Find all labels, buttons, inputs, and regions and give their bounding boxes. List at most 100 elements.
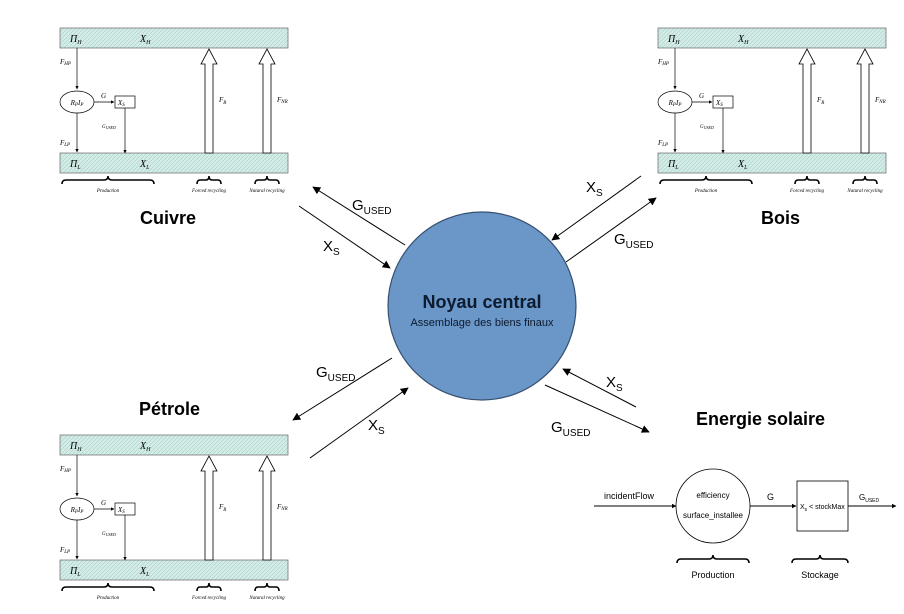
solar-gused-sub: USED [865, 498, 879, 504]
svg-text:XS: XS [586, 179, 603, 199]
module-title-cuivre: Cuivre [140, 208, 196, 228]
solar-stock-text: Xs < stockMax [800, 504, 845, 513]
flow-label-main: G [614, 231, 626, 248]
svg-text:GUSED: GUSED [614, 231, 653, 251]
flow-label-bois-gused: GUSED [614, 231, 653, 251]
flow-arrow-cuivre-gused [312, 186, 406, 246]
flow-label-sub: S [596, 188, 603, 199]
flow-arrow-cuivre-xs [298, 205, 391, 269]
flow-label-main: X [368, 417, 378, 434]
g-label: G [699, 92, 704, 100]
f-r-label: FR [218, 503, 226, 513]
forced-recycling-caption: Forced recycling [191, 596, 226, 601]
pi-l-label: ΠL [69, 159, 81, 171]
high-band [657, 27, 887, 49]
f-hp-label: FHP [59, 465, 71, 474]
solar-stock-rest: < stockMax [807, 504, 845, 511]
f-lp-label: FLP [657, 139, 668, 148]
x-h-label: XH [139, 34, 151, 46]
core-subtitle: Assemblage des biens finaux [410, 317, 554, 329]
flow-label-main: G [551, 419, 563, 436]
low-band [59, 152, 289, 174]
natural-recycling-brace [254, 175, 280, 185]
module-bois-diagram: ΠH XH ΠL XL FHP RPIP G XS GUSED FLP FR F… [657, 27, 887, 194]
forced-recycling-brace [196, 175, 222, 185]
flow-label-petrole-gused: GUSED [316, 364, 355, 384]
g-label: G [101, 92, 106, 100]
natural-recycling-brace [254, 582, 280, 592]
svg-text:XS: XS [606, 374, 623, 394]
forced-recycling-arrow [200, 455, 218, 561]
x-l-label: XL [737, 159, 748, 171]
svg-text:GUSED: GUSED [316, 364, 355, 384]
solar-stock-x: X [800, 504, 805, 511]
solar-stockage-caption: Stockage [801, 570, 839, 580]
natural-recycling-arrow [258, 455, 276, 561]
svg-text:XS: XS [323, 238, 340, 258]
flow-arrow-solaire-gused [544, 384, 650, 433]
flow-arrow-bois-gused [565, 197, 657, 263]
process-label: RPIP [70, 506, 84, 515]
forced-recycling-caption: Forced recycling [789, 189, 824, 194]
core-circle [387, 211, 577, 401]
f-hp-label: FHP [657, 58, 669, 67]
flow-label-sub: S [616, 383, 623, 394]
flow-label-sub: USED [364, 206, 392, 217]
flow-label-sub: USED [328, 373, 356, 384]
flow-label-main: X [586, 179, 596, 196]
f-nr-label: FNR [874, 96, 886, 105]
flow-label-cuivre-xs: XS [323, 238, 340, 258]
x-l-label: XL [139, 159, 150, 171]
g-used-label: GUSED [700, 125, 714, 130]
flow-label-sub: S [378, 426, 385, 437]
production-caption: Production [96, 189, 120, 194]
module-title-petrole: Pétrole [139, 399, 200, 419]
svg-text:GUSED: GUSED [551, 419, 590, 439]
solar-gused-label: GUSED [859, 493, 880, 504]
flow-label-main: G [352, 197, 364, 214]
solar-stockage-brace [791, 554, 849, 564]
flow-label-bois-xs: XS [586, 179, 603, 199]
g-used-label: GUSED [102, 125, 116, 130]
svg-text:GUSED: GUSED [352, 197, 391, 217]
flow-label-sub: USED [563, 428, 591, 439]
production-brace [61, 175, 155, 185]
natural-recycling-caption: Natural recycling [248, 596, 285, 601]
module-cuivre-diagram: ΠH XH ΠL XL FHP RPIP G XS GUSED FLP FR F… [59, 27, 289, 194]
high-band [59, 27, 289, 49]
f-r-label: FR [816, 96, 824, 106]
flow-arrow-petrole-xs [309, 387, 409, 459]
g-label: G [101, 499, 106, 507]
flow-label-solaire-gused: GUSED [551, 419, 590, 439]
xs-label: XS [117, 99, 125, 108]
production-caption: Production [96, 596, 120, 601]
xs-label: XS [715, 99, 723, 108]
x-l-label: XL [139, 566, 150, 578]
f-hp-label: FHP [59, 58, 71, 67]
natural-recycling-caption: Natural recycling [846, 189, 883, 194]
solar-efficiency-label: efficiency [696, 491, 729, 500]
f-r-label: FR [218, 96, 226, 106]
solar-stock-box [796, 480, 849, 532]
pi-h-label: ΠH [69, 34, 82, 46]
module-petrole-diagram: ΠH XH ΠL XL FHP RPIP G XS GUSED FLP FR F… [59, 434, 289, 601]
flow-label-main: X [606, 374, 616, 391]
svg-text:XS: XS [368, 417, 385, 437]
f-nr-label: FNR [276, 503, 288, 512]
forced-recycling-arrow [200, 48, 218, 154]
low-band [59, 559, 289, 581]
flow-arrow-solaire-xs [562, 368, 637, 408]
forced-recycling-arrow [798, 48, 816, 154]
x-h-label: XH [139, 441, 151, 453]
x-h-label: XH [737, 34, 749, 46]
low-band [657, 152, 887, 174]
flow-label-solaire-xs: XS [606, 374, 623, 394]
solar-incident-label: incidentFlow [604, 491, 655, 501]
flow-label-main: X [323, 238, 333, 255]
natural-recycling-caption: Natural recycling [248, 189, 285, 194]
forced-recycling-caption: Forced recycling [191, 189, 226, 194]
production-brace [659, 175, 753, 185]
g-used-label: GUSED [102, 532, 116, 537]
forced-recycling-brace [794, 175, 820, 185]
